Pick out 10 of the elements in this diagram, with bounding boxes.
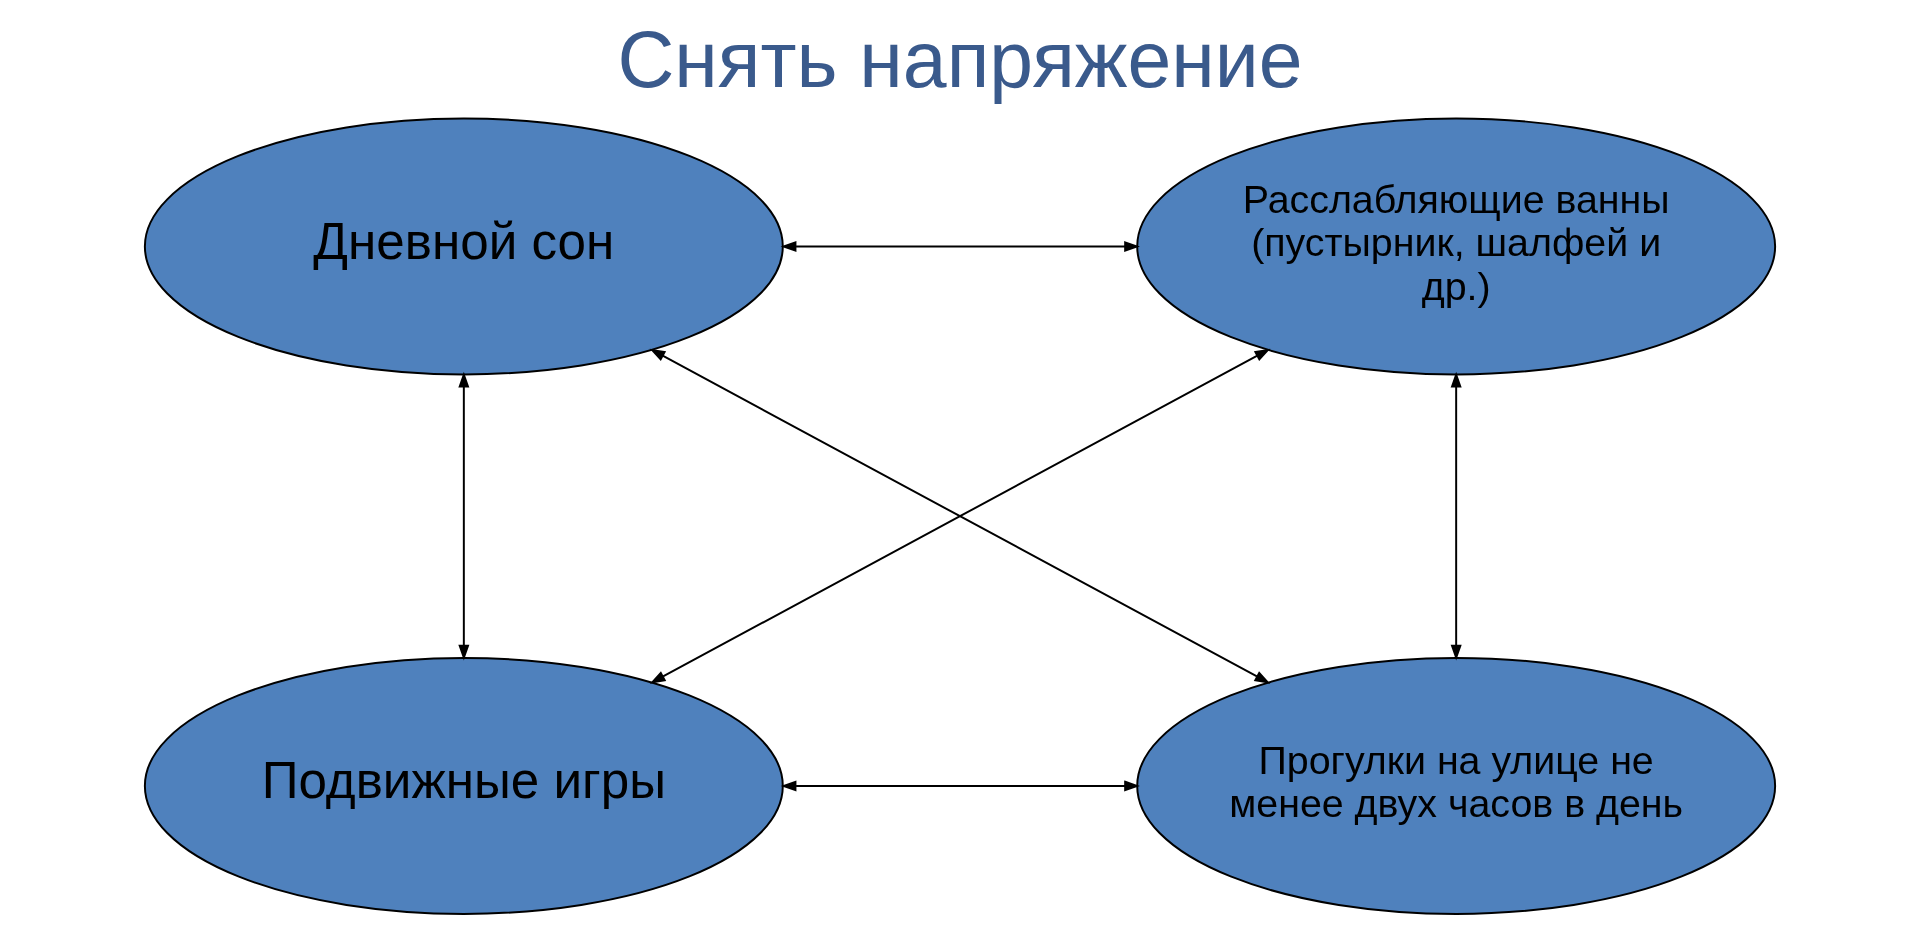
arrow bbox=[1450, 371, 1462, 661]
diagram-title: Снять напряжение bbox=[617, 15, 1303, 104]
arrow bbox=[649, 348, 1271, 684]
arrow bbox=[780, 780, 1140, 792]
arrow bbox=[780, 240, 1140, 252]
node-ellipse: Расслабляющие ванны (пустырник, шалфей и др.) bbox=[1136, 117, 1777, 376]
node-ellipse: Прогулки на улице не менее двух часов в день bbox=[1136, 656, 1777, 915]
arrow bbox=[458, 371, 470, 661]
node-ellipse: Дневной сон bbox=[143, 117, 784, 376]
node-ellipse: Подвижные игры bbox=[143, 656, 784, 915]
